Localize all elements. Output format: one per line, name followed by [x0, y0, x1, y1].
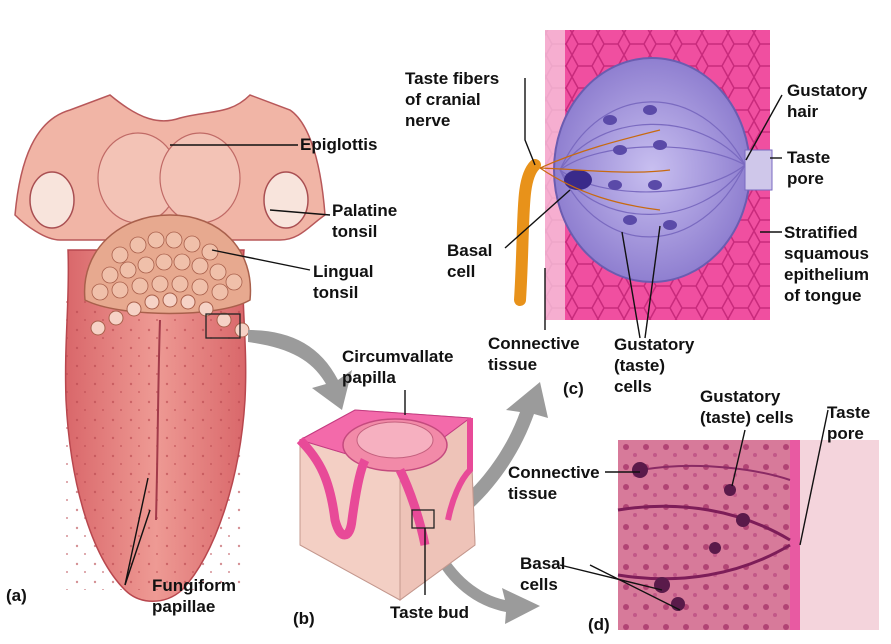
label-gustatory-hair: Gustatory hair: [787, 80, 867, 122]
taste-pore-shape: [745, 150, 772, 190]
taste-bud-illustration: [520, 30, 772, 320]
label-connective-tissue-c: Connective tissue: [488, 333, 580, 375]
label-connective-tissue-d: Connective tissue: [508, 462, 600, 504]
label-palatine-tonsil: Palatine tonsil: [332, 200, 397, 242]
panel-label-c: (c): [563, 378, 584, 399]
label-taste-pore-d: Taste pore: [827, 402, 870, 444]
panel-label-a: (a): [6, 585, 27, 606]
basal-cell-shape: [564, 170, 592, 190]
palatine-tonsil-right: [264, 172, 308, 228]
epiglottis-shape-right: [160, 133, 240, 223]
label-taste-pore-c: Taste pore: [787, 147, 830, 189]
papillae-dots: [66, 300, 246, 590]
label-gustatory-cells-c: Gustatory (taste) cells: [614, 334, 694, 397]
panel-label-d: (d): [588, 614, 610, 635]
label-fungiform-papillae: Fungiform papillae: [152, 575, 236, 617]
panel-label-b: (b): [293, 608, 315, 629]
label-epiglottis: Epiglottis: [300, 134, 377, 155]
label-gustatory-cells-d: Gustatory (taste) cells: [700, 386, 794, 428]
label-lingual-tonsil: Lingual tonsil: [313, 261, 373, 303]
label-taste-bud: Taste bud: [390, 602, 469, 623]
arrow-a-to-b: [248, 330, 352, 410]
label-basal-cell: Basal cell: [447, 240, 492, 282]
label-circumvallate-papilla: Circumvallate papilla: [342, 346, 454, 388]
label-stratified-epithelium: Stratified squamous epithelium of tongue: [784, 222, 869, 306]
label-basal-cells-d: Basal cells: [520, 553, 565, 595]
micrograph: [618, 440, 879, 630]
palatine-tonsil-left: [30, 172, 74, 228]
label-taste-fibers: Taste fibers of cranial nerve: [405, 68, 499, 131]
